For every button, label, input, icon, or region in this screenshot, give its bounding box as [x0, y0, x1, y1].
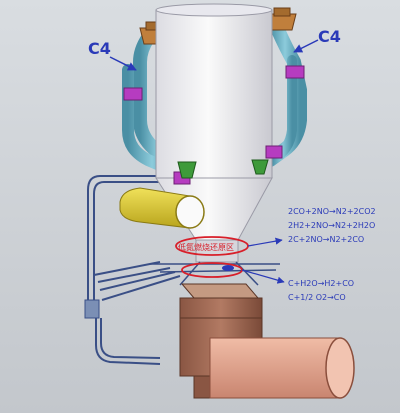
reaction-3: 2C+2NO→N2+2CO: [288, 235, 364, 244]
reaction-4: C+H2O→H2+CO: [288, 279, 354, 288]
reaction-2: 2H2+2NO→N2+2H2O: [288, 221, 375, 230]
pipe-valve: [84, 299, 100, 319]
reduction-zone-label: 低氮燃烧还原区: [178, 242, 234, 252]
rotary-kiln-pipe: [209, 337, 355, 399]
c4-label-left: C4: [88, 39, 111, 58]
zone-dot: [222, 265, 234, 271]
reaction-list: 2CO+2NO→N2+2CO2 2H2+2NO→N2+2H2O 2C+2NO→N…: [288, 207, 376, 302]
reaction-5: C+1/2 O2→CO: [288, 293, 346, 302]
calciner-vessel: [155, 3, 273, 263]
reaction-1: 2CO+2NO→N2+2CO2: [288, 207, 376, 216]
reaction-arrow-lower: [241, 269, 285, 284]
c4-left-arrow: [109, 56, 137, 71]
tertiary-air-duct: [119, 187, 205, 229]
c4-label-right: C4: [318, 27, 341, 46]
c4-right-arrow: [293, 39, 319, 53]
left-piping: [87, 175, 181, 365]
reaction-arrow-upper: [247, 237, 283, 247]
green-connectors: [177, 159, 269, 179]
frame-ring: [150, 261, 280, 286]
